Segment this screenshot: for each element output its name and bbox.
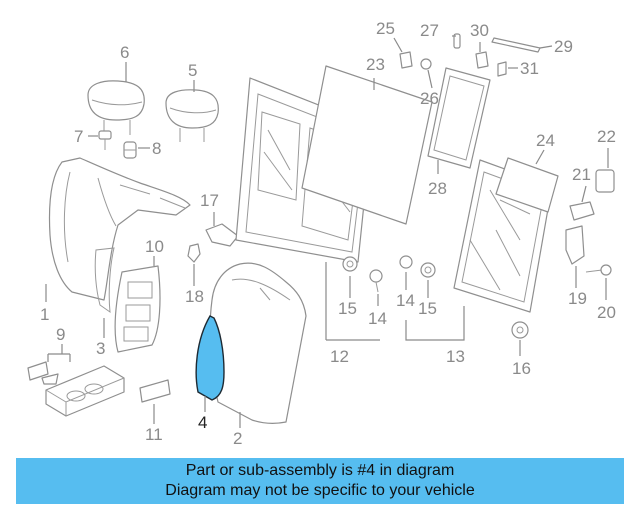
part-17-hinge [205,223,239,247]
callout-25: 25 [376,19,395,38]
part-9-armrest [27,361,125,417]
callout-9: 9 [56,325,65,344]
part-8-guide [123,141,137,159]
part-31-clip [497,61,507,77]
part-11-trim [139,379,171,403]
part-23-panel [301,65,433,225]
callout-23: 23 [366,55,385,74]
callout-29: 29 [554,37,573,56]
callout-24: 24 [536,131,555,150]
callout-4: 4 [198,413,207,432]
part-19-hinge [565,225,585,265]
leader-lines [45,35,609,428]
callout-7: 7 [74,127,83,146]
part-7-clip [98,130,112,150]
part-20-bolt [585,264,612,276]
part-6-headrest [87,80,145,135]
callout-15a: 15 [338,299,357,318]
callout-1: 1 [40,305,49,324]
part-2-seatback-panel [209,262,307,424]
callout-10: 10 [145,237,164,256]
callout-5: 5 [188,61,197,80]
part-1-seatback-cushion [48,157,191,314]
part-14b-bolt [399,255,413,269]
callout-21: 21 [572,165,591,184]
callout-14a: 14 [368,309,387,328]
info-banner: Part or sub-assembly is #4 in diagram Di… [16,458,624,504]
part-18-hook [187,243,201,263]
part-10-bracket [114,265,161,353]
callout-26: 26 [420,89,439,108]
part-29-rod [491,37,541,53]
callout-15b: 15 [418,299,437,318]
callout-14b: 14 [396,291,415,310]
callout-30: 30 [470,21,489,40]
callout-numbers: 1 2 3 4 5 6 7 8 9 10 11 12 13 14 15 14 1… [40,19,616,448]
callout-16: 16 [512,359,531,378]
callout-6: 6 [120,43,129,62]
part-4-highlighted [195,315,225,401]
part-27-pin [453,33,461,49]
callout-31: 31 [520,59,539,78]
callout-27: 27 [420,21,439,40]
callout-22: 22 [597,127,616,146]
callout-28: 28 [428,179,447,198]
callout-8: 8 [152,139,161,158]
callout-11: 11 [145,425,163,444]
banner-line-part: Part or sub-assembly is #4 in diagram [185,462,455,479]
callout-17: 17 [200,191,219,210]
banner-line-disclaimer: Diagram may not be specific to your vehi… [165,482,475,499]
part-21-cover [569,201,595,221]
parts-diagram: 1 2 3 4 5 6 7 8 9 10 11 12 13 14 15 14 1… [27,19,616,448]
callout-3: 3 [96,339,105,358]
callout-18: 18 [185,287,204,306]
part-28-frame [427,67,491,169]
part-15-bushing [342,256,358,272]
part-26-screw [420,58,432,70]
part-30-clip [475,51,489,69]
part-16-grommet [511,321,529,339]
part-22-latch [595,169,615,193]
callout-12: 12 [330,347,349,366]
part-5-headrest [165,89,219,142]
part-15b-bushing [420,262,436,278]
callout-20: 20 [597,303,616,322]
part-14-bolt [369,269,383,293]
part-25-clip [399,51,413,69]
callout-2: 2 [233,429,242,448]
callout-19: 19 [568,289,587,308]
part-24-panel [495,157,559,213]
callout-13: 13 [446,347,465,366]
